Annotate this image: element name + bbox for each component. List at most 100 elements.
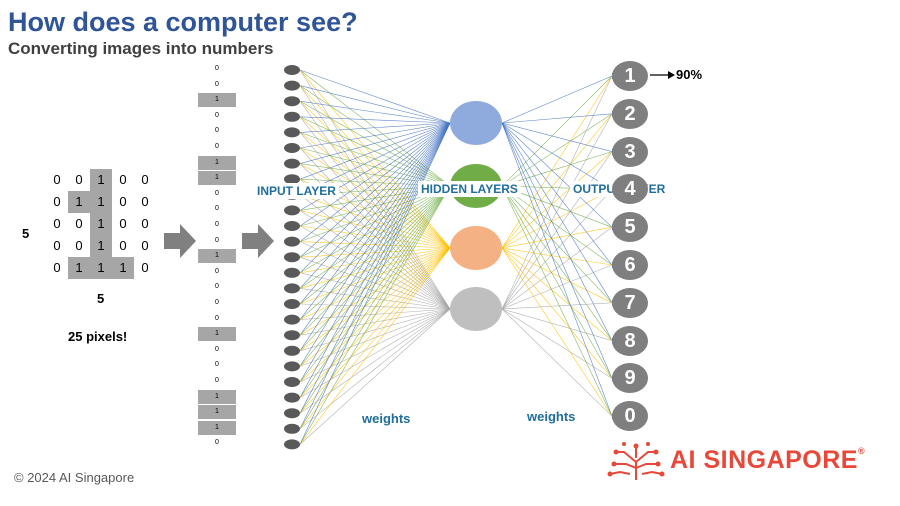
page-subtitle: Converting images into numbers	[8, 39, 274, 58]
connection-line	[299, 122, 451, 164]
connection-line	[299, 122, 451, 196]
logo-mark: ®	[857, 446, 866, 456]
grid-width-label: 5	[97, 291, 105, 306]
output-node: 4	[612, 174, 648, 205]
ai-singapore-logo: AI SINGAPORE®	[606, 440, 876, 482]
connection-line	[299, 122, 451, 289]
input-node	[284, 221, 300, 231]
connection-line	[299, 308, 451, 383]
connection-line	[501, 308, 613, 417]
output-node: 5	[612, 212, 648, 243]
vector-cell: 0	[215, 439, 219, 447]
connection-line	[299, 69, 451, 124]
vector-cell: 1	[198, 155, 236, 170]
connection-line	[299, 116, 451, 124]
input-node	[284, 392, 300, 403]
output-node: 0	[612, 401, 648, 432]
connection-line	[501, 226, 613, 310]
weights-label-left: weights	[362, 411, 411, 426]
input-node	[284, 80, 300, 91]
connection-line	[501, 75, 613, 249]
input-node	[284, 96, 300, 107]
connection-line	[299, 122, 451, 258]
connection-line	[299, 122, 451, 414]
connection-line	[299, 122, 451, 305]
connection-line	[299, 122, 451, 445]
connection-line	[299, 116, 451, 310]
output-node: 8	[612, 325, 648, 356]
pixel-cell: 0	[141, 172, 149, 187]
input-node	[284, 127, 300, 138]
vector-cell: 0	[215, 143, 219, 150]
connection-line	[299, 185, 451, 398]
pixel-cell: 0	[75, 216, 83, 231]
pixel-cell: 1	[90, 257, 112, 279]
connection-line	[501, 247, 613, 341]
vector-cell: 1	[198, 389, 236, 404]
pixel-count-caption: 25 pixels!	[68, 329, 128, 344]
vector-cell: 0	[215, 267, 219, 275]
vector-cell: 0	[215, 314, 219, 322]
connection-line	[501, 308, 613, 379]
output-probability: 90%	[676, 67, 703, 82]
input-node	[284, 439, 300, 450]
connection-line	[299, 178, 451, 310]
pixel-cell: 1	[90, 191, 112, 213]
connection-line	[299, 122, 451, 149]
input-node	[284, 377, 300, 387]
vector-cell: 0	[215, 283, 219, 291]
connection-line	[501, 226, 613, 249]
connection-line	[299, 69, 451, 310]
pixel-cell: 1	[68, 191, 90, 213]
arrow-right-icon	[242, 224, 274, 258]
connection-line	[501, 185, 613, 341]
pixel-cell: 0	[53, 260, 61, 275]
arrow-right-icon	[164, 224, 196, 258]
connection-line	[501, 151, 613, 310]
pixel-cell: 0	[141, 194, 149, 209]
connection-line	[299, 122, 451, 383]
connection-line	[501, 185, 613, 304]
input-node	[284, 267, 300, 278]
hidden-node	[450, 287, 502, 331]
vector-cell: 0	[215, 377, 219, 384]
vector-cell: 0	[215, 111, 219, 119]
connection-line	[501, 247, 613, 304]
input-node	[284, 299, 300, 309]
connection-line	[299, 122, 451, 242]
vector-cell: 0	[215, 221, 219, 228]
input-node	[284, 252, 300, 263]
connection-line	[501, 185, 613, 266]
pixel-cell: 0	[53, 194, 61, 209]
output-node: 2	[612, 98, 648, 129]
vector-cell: 1	[198, 420, 236, 435]
connection-line	[299, 122, 451, 351]
connection-line	[299, 247, 451, 398]
connection-line	[501, 189, 613, 249]
connection-line	[501, 122, 613, 152]
input-node	[284, 205, 300, 216]
pixel-cell: 0	[119, 216, 127, 231]
copyright: © 2024 AI Singapore	[14, 470, 135, 485]
pixel-cell: 0	[119, 172, 127, 187]
circuit-tree-icon	[607, 442, 665, 480]
hidden-node	[450, 101, 502, 145]
connection-line	[299, 122, 451, 133]
output-node: 7	[612, 287, 648, 318]
pixel-cell: 0	[119, 194, 127, 209]
connection-line	[299, 288, 451, 310]
input-node	[284, 283, 300, 294]
input-layer-label: INPUT LAYER	[254, 183, 339, 199]
connection-line	[501, 122, 613, 341]
connection-line	[299, 308, 451, 414]
vector-cell: 1	[198, 171, 236, 186]
connection-line	[501, 247, 613, 379]
input-node	[284, 65, 300, 75]
input-node	[284, 345, 300, 356]
connection-line	[501, 185, 613, 379]
vector-cell: 0	[215, 299, 219, 306]
connection-line	[501, 122, 613, 303]
pixel-cell: 1	[112, 257, 134, 279]
connection-line	[501, 264, 613, 310]
